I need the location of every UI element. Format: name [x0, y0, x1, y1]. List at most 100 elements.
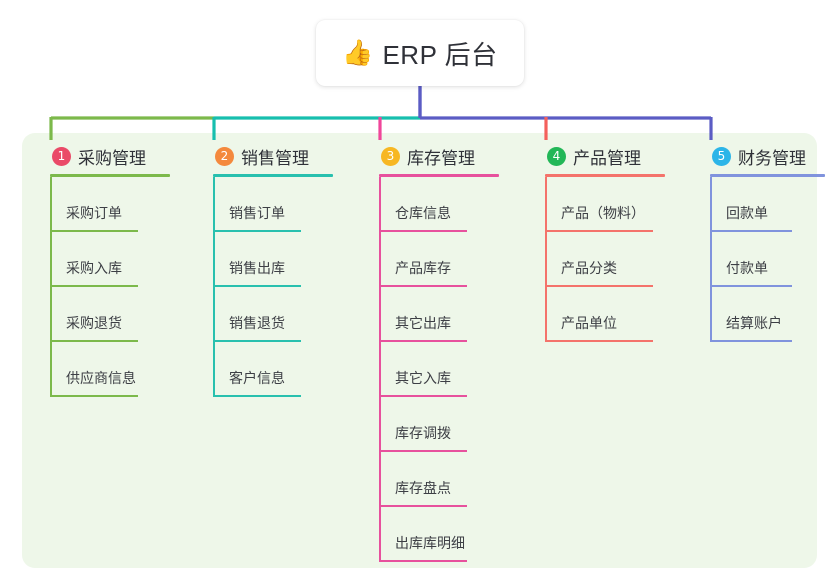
branch-column-4: 4 产品管理产品（物料） 产品分类产品单位: [531, 144, 701, 342]
branch-item[interactable]: 出库库明细: [365, 507, 525, 562]
branch-item-underline: [710, 230, 792, 232]
branch-item[interactable]: 采购入库: [36, 232, 196, 287]
branch-title: 财务管理: [738, 148, 806, 168]
branch-header-1[interactable]: 1 采购管理: [36, 144, 196, 168]
branch-item-label: 仓库信息: [395, 205, 451, 221]
branch-item-label: 采购订单: [66, 205, 122, 221]
branch-item-label: 付款单: [726, 260, 768, 276]
branch-title: 库存管理: [407, 148, 475, 168]
branch-spine: [379, 177, 381, 562]
branch-item[interactable]: 库存盘点: [365, 452, 525, 507]
branch-item-label: 销售订单: [229, 205, 285, 221]
branch-item[interactable]: 库存调拨: [365, 397, 525, 452]
branch-item-label: 销售退货: [229, 315, 285, 331]
branch-item[interactable]: 采购退货: [36, 287, 196, 342]
branch-item-label: 结算账户: [726, 315, 782, 331]
branch-item-label: 供应商信息: [66, 370, 136, 386]
branch-item-underline: [50, 230, 138, 232]
branch-title: 产品管理: [573, 148, 641, 168]
branch-spine: [213, 177, 215, 397]
thumbs-up-icon: 👍: [342, 38, 374, 67]
branch-item-underline: [50, 340, 138, 342]
branch-item-underline: [213, 395, 301, 397]
branch-item-underline: [545, 285, 653, 287]
root-title: ERP 后台: [382, 39, 498, 70]
branch-item-underline: [710, 340, 792, 342]
branch-item[interactable]: 回款单: [696, 177, 839, 232]
branch-underline: [213, 174, 333, 177]
branch-item-label: 产品库存: [395, 260, 451, 276]
diagram-background-panel: [22, 133, 817, 568]
branch-spine: [710, 177, 712, 342]
branch-item-underline: [213, 340, 301, 342]
branch-item-underline: [379, 450, 467, 452]
branch-header-5[interactable]: 5 财务管理: [696, 144, 839, 168]
branch-item-underline: [379, 505, 467, 507]
branch-number-badge: 2: [215, 146, 234, 166]
root-node[interactable]: 👍 ERP 后台: [316, 20, 524, 86]
branch-item-list: 采购订单采购入库采购退货供应商信息: [36, 177, 196, 397]
branch-column-5: 5 财务管理回款单付款单结算账户: [696, 144, 839, 342]
branch-item[interactable]: 其它入库: [365, 342, 525, 397]
branch-underline: [545, 174, 665, 177]
branch-number-badge: 5: [712, 146, 731, 166]
branch-item-underline: [50, 395, 138, 397]
branch-spine: [545, 177, 547, 342]
branch-item[interactable]: 客户信息: [199, 342, 359, 397]
branch-item-underline: [379, 560, 467, 562]
branch-item[interactable]: 销售退货: [199, 287, 359, 342]
branch-item[interactable]: 产品单位: [531, 287, 701, 342]
branch-item-underline: [213, 230, 301, 232]
branch-item-label: 产品（物料）: [561, 205, 645, 221]
branch-item-label: 库存盘点: [395, 480, 451, 496]
branch-item-label: 库存调拨: [395, 425, 451, 441]
branch-item-list: 产品（物料） 产品分类产品单位: [531, 177, 701, 342]
branch-item-label: 其它入库: [395, 370, 451, 386]
branch-item-list: 销售订单销售出库销售退货客户信息: [199, 177, 359, 397]
branch-item-label: 采购退货: [66, 315, 122, 331]
branch-item-label: 产品分类: [561, 260, 617, 276]
branch-item-underline: [50, 285, 138, 287]
branch-item-underline: [379, 340, 467, 342]
branch-header-4[interactable]: 4 产品管理: [531, 144, 701, 168]
branch-item[interactable]: 仓库信息: [365, 177, 525, 232]
branch-item-underline: [379, 395, 467, 397]
branch-item[interactable]: 产品分类: [531, 232, 701, 287]
branch-item[interactable]: 付款单: [696, 232, 839, 287]
branch-item-label: 其它出库: [395, 315, 451, 331]
branch-number-badge: 3: [381, 146, 400, 166]
branch-column-3: 3 库存管理仓库信息产品库存其它出库其它入库库存调拨库存盘点出库库明细: [365, 144, 525, 562]
branch-item[interactable]: 产品库存: [365, 232, 525, 287]
branch-item-label: 回款单: [726, 205, 768, 221]
branch-item-list: 回款单付款单结算账户: [696, 177, 839, 342]
branch-header-3[interactable]: 3 库存管理: [365, 144, 525, 168]
branch-item-underline: [379, 230, 467, 232]
branch-item-underline: [213, 285, 301, 287]
branch-item-underline: [545, 340, 653, 342]
branch-underline: [50, 174, 170, 177]
branch-column-1: 1 采购管理采购订单采购入库采购退货供应商信息: [36, 144, 196, 397]
branch-item[interactable]: 产品（物料）: [531, 177, 701, 232]
branch-header-2[interactable]: 2 销售管理: [199, 144, 359, 168]
branch-item[interactable]: 采购订单: [36, 177, 196, 232]
branch-item[interactable]: 销售订单: [199, 177, 359, 232]
branch-number-badge: 4: [547, 146, 566, 166]
branch-spine: [50, 177, 52, 397]
branch-item[interactable]: 供应商信息: [36, 342, 196, 397]
branch-item[interactable]: 销售出库: [199, 232, 359, 287]
branch-item-label: 客户信息: [229, 370, 285, 386]
branch-number-badge: 1: [52, 146, 71, 166]
branch-item-list: 仓库信息产品库存其它出库其它入库库存调拨库存盘点出库库明细: [365, 177, 525, 562]
branch-item-label: 销售出库: [229, 260, 285, 276]
branch-title: 采购管理: [78, 148, 146, 168]
branch-item[interactable]: 其它出库: [365, 287, 525, 342]
branch-item-label: 产品单位: [561, 315, 617, 331]
branch-column-2: 2 销售管理销售订单销售出库销售退货客户信息: [199, 144, 359, 397]
branch-item-label: 出库库明细: [395, 535, 465, 551]
branch-title: 销售管理: [241, 148, 309, 168]
branch-underline: [710, 174, 825, 177]
branch-item-underline: [379, 285, 467, 287]
branch-item-underline: [545, 230, 653, 232]
branch-item[interactable]: 结算账户: [696, 287, 839, 342]
